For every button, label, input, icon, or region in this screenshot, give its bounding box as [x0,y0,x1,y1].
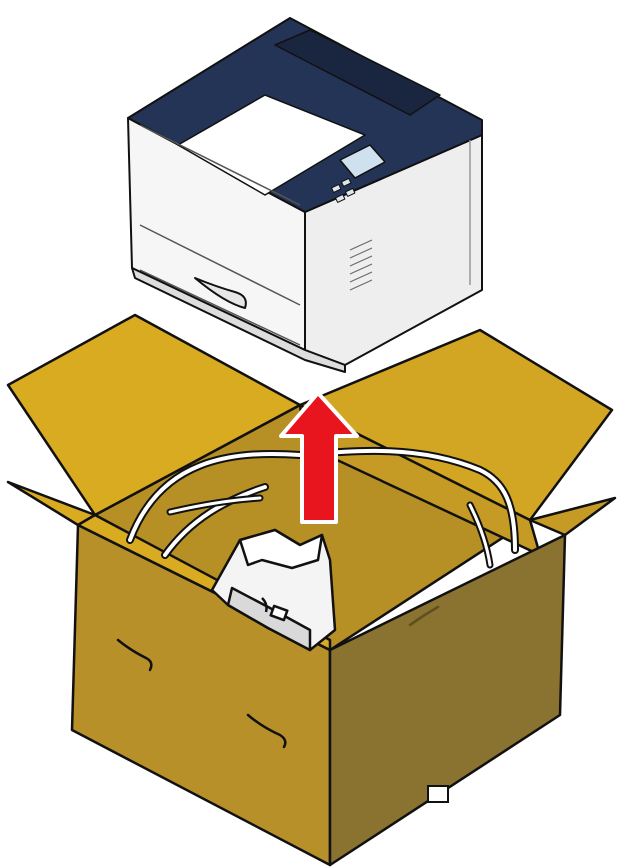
box-front-right [328,533,567,867]
printer-vents [349,239,373,291]
flap-front-right [528,496,617,537]
printer-buttons [331,177,356,203]
hand-hole-right [408,605,440,627]
hand-holes [116,605,440,749]
flap-back-right [298,328,614,522]
box-label [427,785,449,803]
hand-hole-front [246,713,287,749]
laser-printer-icon [127,17,483,373]
packing-strap [126,446,519,569]
arrow-up-icon [279,391,359,524]
foam-insert-icon [210,528,337,652]
printer-base [131,267,346,373]
printer-tray-handle [194,277,247,309]
printer-rear-slot [274,29,441,116]
printer-control-panel [339,144,386,179]
hand-hole-left [116,638,153,672]
printer-output-tray [177,94,366,196]
